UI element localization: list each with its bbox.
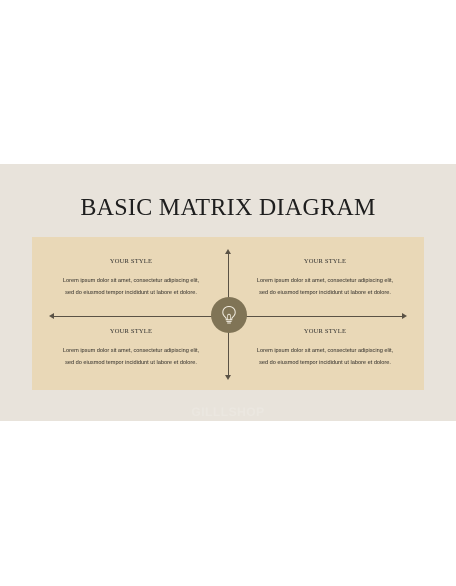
watermark: GILLLSHOP [191,405,265,419]
quadrant-text-line: Lorem ipsum dolor sit amet, consectetur … [256,278,394,284]
quadrant-text-line: sed do eiusmod tempor incididunt ut labo… [259,360,391,366]
quadrant-text: Lorem ipsum dolor sit amet, consectetur … [46,345,216,369]
quadrant-heading: YOUR STYLE [303,258,347,265]
quadrant-text-line: Lorem ipsum dolor sit amet, consectetur … [62,348,200,354]
quadrant-bottom-left: YOUR STYLE Lorem ipsum dolor sit amet, c… [46,328,216,369]
quadrant-text: Lorem ipsum dolor sit amet, consectetur … [240,275,410,299]
quadrant-text-line: sed do eiusmod tempor incididunt ut labo… [65,360,197,366]
arrow-up-icon [225,249,231,254]
quadrant-top-left: YOUR STYLE Lorem ipsum dolor sit amet, c… [46,258,216,299]
quadrant-heading: YOUR STYLE [303,328,347,335]
quadrant-text: Lorem ipsum dolor sit amet, consectetur … [46,275,216,299]
quadrant-top-right: YOUR STYLE Lorem ipsum dolor sit amet, c… [240,258,410,299]
quadrant-text-line: Lorem ipsum dolor sit amet, consectetur … [62,278,200,284]
quadrant-text-line: sed do eiusmod tempor incididunt ut labo… [65,290,197,296]
slide-title: BASIC MATRIX DIAGRAM [80,195,376,221]
quadrant-text-line: sed do eiusmod tempor incididunt ut labo… [259,290,391,296]
quadrant-bottom-right: YOUR STYLE Lorem ipsum dolor sit amet, c… [240,328,410,369]
arrow-down-icon [225,375,231,380]
arrow-right-icon [402,313,407,319]
arrow-left-icon [49,313,54,319]
lightbulb-icon [222,305,236,324]
quadrant-heading: YOUR STYLE [109,258,153,265]
quadrant-text: Lorem ipsum dolor sit amet, consectetur … [240,345,410,369]
quadrant-heading: YOUR STYLE [109,328,153,335]
center-circle [211,297,247,333]
quadrant-text-line: Lorem ipsum dolor sit amet, consectetur … [256,348,394,354]
